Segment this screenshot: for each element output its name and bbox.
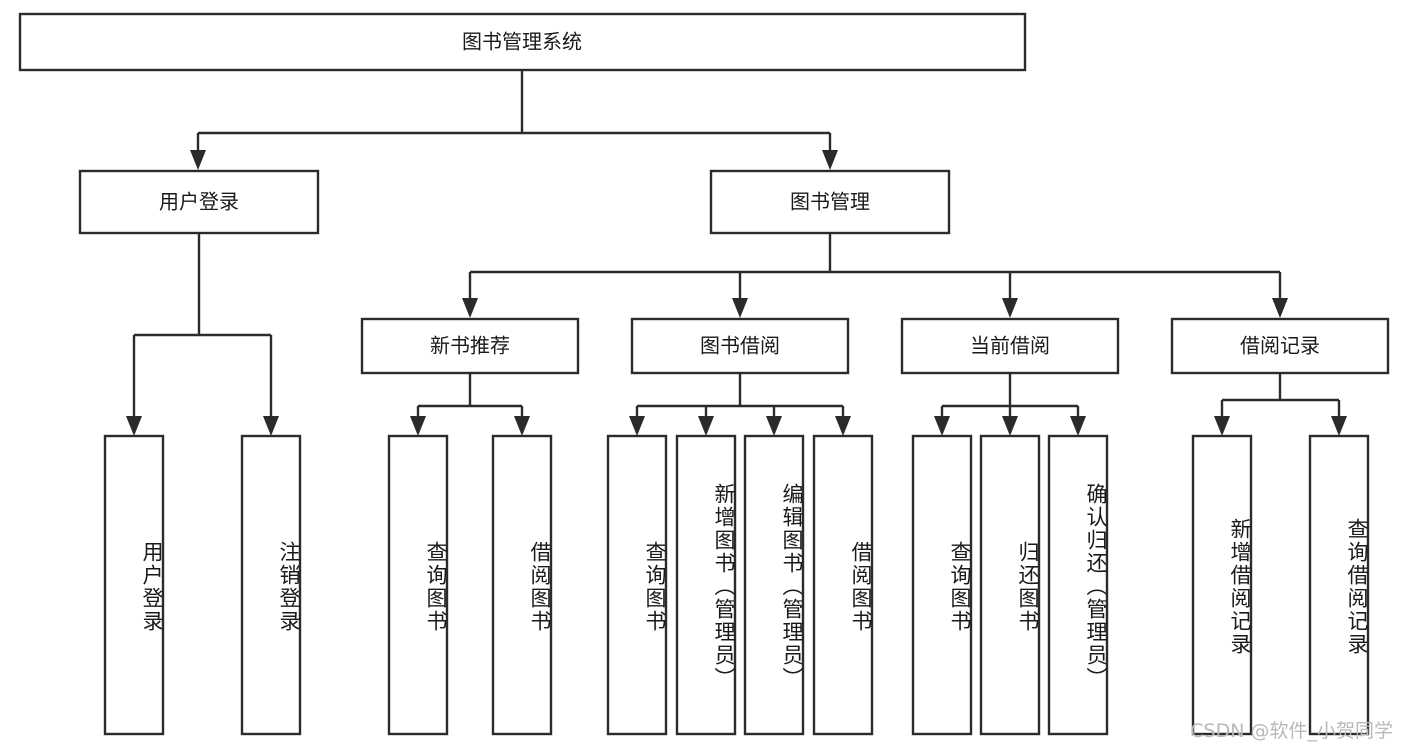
user-login-box[interactable] (78, 169, 320, 235)
arrow-head-icon (514, 416, 530, 436)
leaf-box-query-book-2[interactable] (606, 434, 668, 736)
arrow-head-icon (822, 150, 838, 170)
user-login-label: 用户登录 (159, 190, 239, 214)
connector-root-to-level2 (190, 70, 838, 170)
leaf-box-add-record[interactable] (1191, 434, 1253, 736)
leaf-box-query-book-1[interactable] (387, 434, 449, 736)
connector-user-login-to-leaves (126, 233, 279, 436)
arrow-head-icon (190, 150, 206, 170)
node-new-book-recommend[interactable]: 新书推荐 (360, 317, 580, 375)
leaf-box-user-login[interactable] (103, 434, 165, 736)
arrow-head-icon (732, 298, 748, 318)
csdn-watermark: CSDN @软件_小贺同学 (1190, 720, 1393, 742)
leaf-box-confirm-return[interactable] (1047, 434, 1109, 736)
node-current-borrow[interactable]: 当前借阅 (900, 317, 1120, 375)
node-borrow-record[interactable]: 借阅记录 (1170, 317, 1390, 375)
arrow-head-icon (410, 416, 426, 436)
leaf-box-edit-book[interactable] (743, 434, 805, 736)
node-root[interactable]: 图书管理系统 (18, 12, 1027, 72)
arrow-head-icon (126, 416, 142, 436)
root-box[interactable] (18, 12, 1027, 72)
leaf-box-borrow-book-1[interactable] (491, 434, 553, 736)
new-book-recommend-box[interactable] (360, 317, 580, 375)
arrow-head-icon (698, 416, 714, 436)
leaf-box-return-book[interactable] (979, 434, 1041, 736)
new-book-recommend-label: 新书推荐 (430, 334, 510, 358)
leaf-box-add-book[interactable] (675, 434, 737, 736)
current-borrow-box[interactable] (900, 317, 1120, 375)
arrow-head-icon (462, 298, 478, 318)
book-management-label: 图书管理 (790, 190, 870, 214)
arrow-head-icon (1002, 416, 1018, 436)
current-borrow-label: 当前借阅 (970, 334, 1050, 358)
leaf-box-query-record[interactable] (1308, 434, 1370, 736)
arrow-head-icon (934, 416, 950, 436)
connector-borrow-record-to-leaves (1214, 373, 1347, 436)
arrow-head-icon (629, 416, 645, 436)
arrow-head-icon (1331, 416, 1347, 436)
arrow-head-icon (1272, 298, 1288, 318)
arrow-head-icon (835, 416, 851, 436)
connector-book-borrow-to-leaves (629, 373, 851, 436)
borrow-record-label: 借阅记录 (1240, 334, 1320, 358)
arrow-head-icon (766, 416, 782, 436)
arrow-head-icon (1070, 416, 1086, 436)
leaf-box-query-book-3[interactable] (911, 434, 973, 736)
leaf-box-borrow-book-2[interactable] (812, 434, 874, 736)
node-book-borrow[interactable]: 图书借阅 (630, 317, 850, 375)
node-user-login[interactable]: 用户登录 (78, 169, 320, 235)
connector-new-book-recommend-to-leaves (410, 373, 530, 436)
node-book-management[interactable]: 图书管理 (709, 169, 951, 235)
arrow-head-icon (1214, 416, 1230, 436)
leaf-box-logout[interactable] (240, 434, 302, 736)
connector-book-management-to-level3 (462, 233, 1288, 318)
connector-current-borrow-to-leaves (934, 373, 1086, 436)
book-borrow-label: 图书借阅 (700, 334, 780, 358)
root-label: 图书管理系统 (462, 30, 582, 54)
arrow-head-icon (263, 416, 279, 436)
arrow-head-icon (1002, 298, 1018, 318)
